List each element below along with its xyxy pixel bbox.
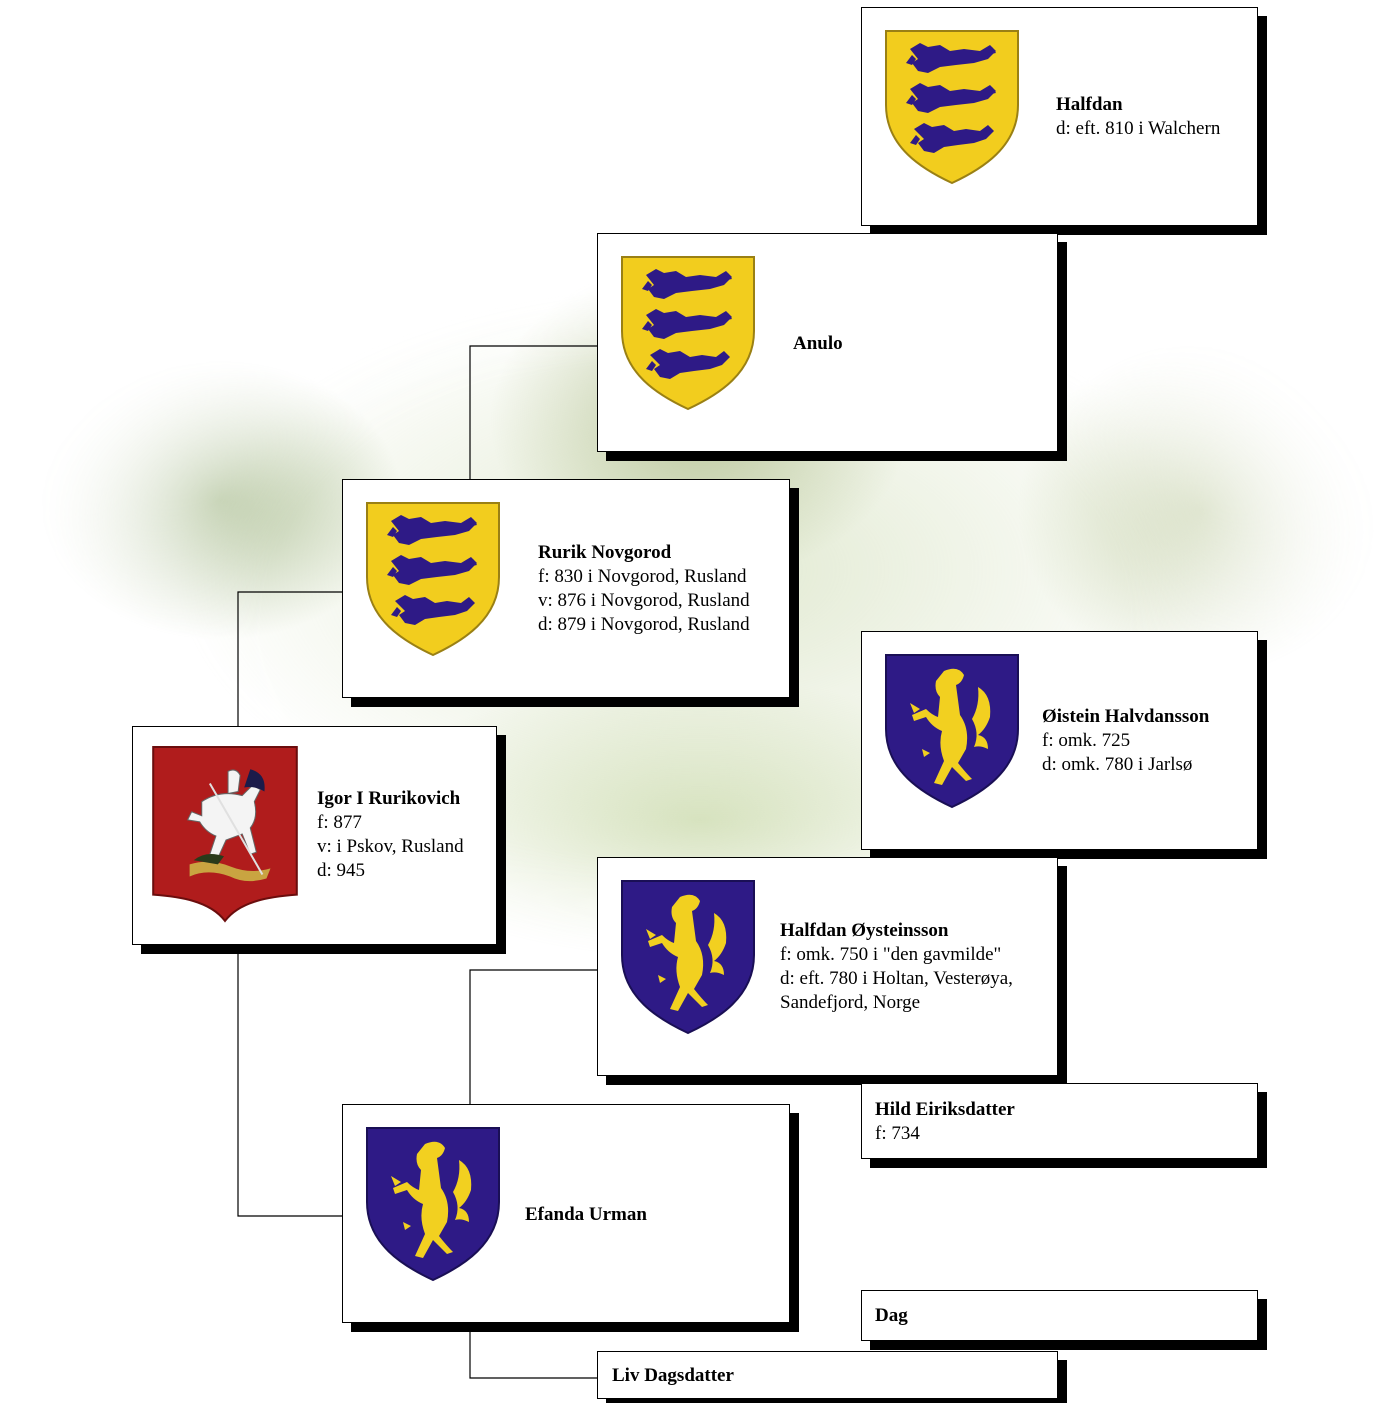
person-name: Halfdan Øysteinsson <box>780 920 949 941</box>
person-card-rurik[interactable]: Rurik Novgorod f: 830 i Novgorod, Ruslan… <box>342 479 790 698</box>
person-birth: f: 877 <box>317 812 362 833</box>
person-name: Efanda Urman <box>525 1204 647 1225</box>
person-card-hild[interactable]: Hild Eiriksdatter f: 734 <box>861 1083 1258 1159</box>
person-name: Dag <box>875 1305 908 1326</box>
person-name: Liv Dagsdatter <box>612 1365 734 1386</box>
person-death: d: 879 i Novgorod, Rusland <box>538 614 750 635</box>
three-lions-shield-icon <box>882 26 1022 188</box>
person-card-oistein[interactable]: Øistein Halvdansson f: omk. 725 d: omk. … <box>861 631 1258 850</box>
person-marriage: v: 876 i Novgorod, Rusland <box>538 590 750 611</box>
person-card-dag[interactable]: Dag <box>861 1290 1258 1341</box>
person-birth: f: omk. 750 i "den gavmilde" <box>780 944 1002 965</box>
connector-halfdan-efanda <box>469 969 597 1104</box>
connector-efanda-liv <box>469 1326 597 1379</box>
person-death: d: eft. 810 i Walchern <box>1056 118 1221 139</box>
three-lions-shield-icon <box>363 498 503 660</box>
person-death: d: omk. 780 i Jarlsø <box>1042 754 1193 775</box>
rampant-lion-shield-icon <box>618 876 758 1038</box>
person-death: d: 945 <box>317 860 366 881</box>
rampant-lion-shield-icon <box>363 1123 503 1285</box>
person-name: Anulo <box>793 333 843 354</box>
person-birth: f: omk. 725 <box>1042 730 1131 751</box>
connector-rurik-igor <box>237 591 342 726</box>
connector-anulo-rurik <box>469 345 597 479</box>
connector-igor-efanda <box>237 944 342 1217</box>
person-card-halfdan[interactable]: Halfdan d: eft. 810 i Walchern <box>861 7 1258 226</box>
person-name: Hild Eiriksdatter <box>875 1099 1015 1120</box>
person-name: Øistein Halvdansson <box>1042 706 1210 727</box>
person-birth: f: 830 i Novgorod, Rusland <box>538 566 747 587</box>
person-name: Igor I Rurikovich <box>317 788 461 809</box>
rampant-lion-shield-icon <box>882 650 1022 812</box>
person-birth: f: 734 <box>875 1123 920 1144</box>
three-lions-shield-icon <box>618 252 758 414</box>
person-name: Halfdan <box>1056 94 1123 115</box>
person-card-igor[interactable]: Igor I Rurikovich f: 877 v: i Pskov, Rus… <box>132 726 497 945</box>
st-george-shield-icon <box>149 743 301 925</box>
person-card-anulo[interactable]: Anulo <box>597 233 1058 452</box>
person-death-place: Sandefjord, Norge <box>780 992 921 1013</box>
person-card-efanda[interactable]: Efanda Urman <box>342 1104 790 1323</box>
person-death: d: eft. 780 i Holtan, Vesterøya, <box>780 968 1013 989</box>
person-name: Rurik Novgorod <box>538 542 672 563</box>
person-card-liv[interactable]: Liv Dagsdatter <box>597 1351 1058 1399</box>
person-card-halfdan-oysteinsson[interactable]: Halfdan Øysteinsson f: omk. 750 i "den g… <box>597 857 1058 1076</box>
person-marriage: v: i Pskov, Rusland <box>317 836 464 857</box>
